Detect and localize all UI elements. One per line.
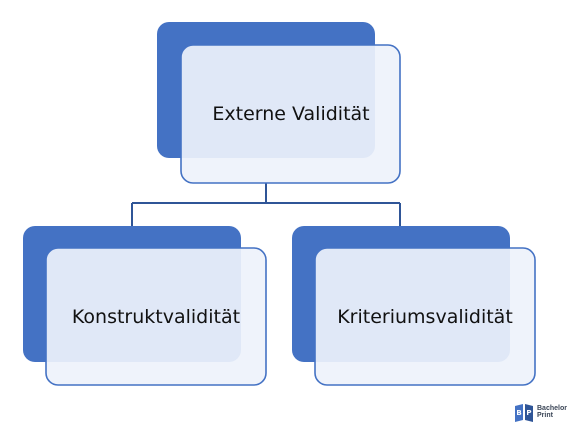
node-left: Konstruktvalidität (23, 226, 267, 386)
svg-text:B: B (516, 409, 521, 417)
logo-line-1: Bachelor (537, 405, 567, 412)
svg-text:P: P (526, 409, 531, 417)
node-root-card (180, 44, 401, 184)
logo-line-2: Print (537, 412, 553, 419)
node-root: Externe Validität (157, 22, 401, 184)
bachelorprint-logo: B P Bachelor Print (513, 402, 569, 426)
node-right-card (314, 247, 536, 386)
node-left-label: Konstruktvalidität (72, 306, 240, 328)
node-right-label: Kriteriumsvalidität (337, 306, 513, 328)
node-root-label: Externe Validität (212, 103, 369, 125)
node-right: Kriteriumsvalidität (292, 226, 536, 386)
node-left-card (45, 247, 267, 386)
book-icon: B P (515, 404, 533, 422)
connectors (131, 183, 401, 226)
logo-wordmark: Bachelor Print (537, 405, 567, 419)
